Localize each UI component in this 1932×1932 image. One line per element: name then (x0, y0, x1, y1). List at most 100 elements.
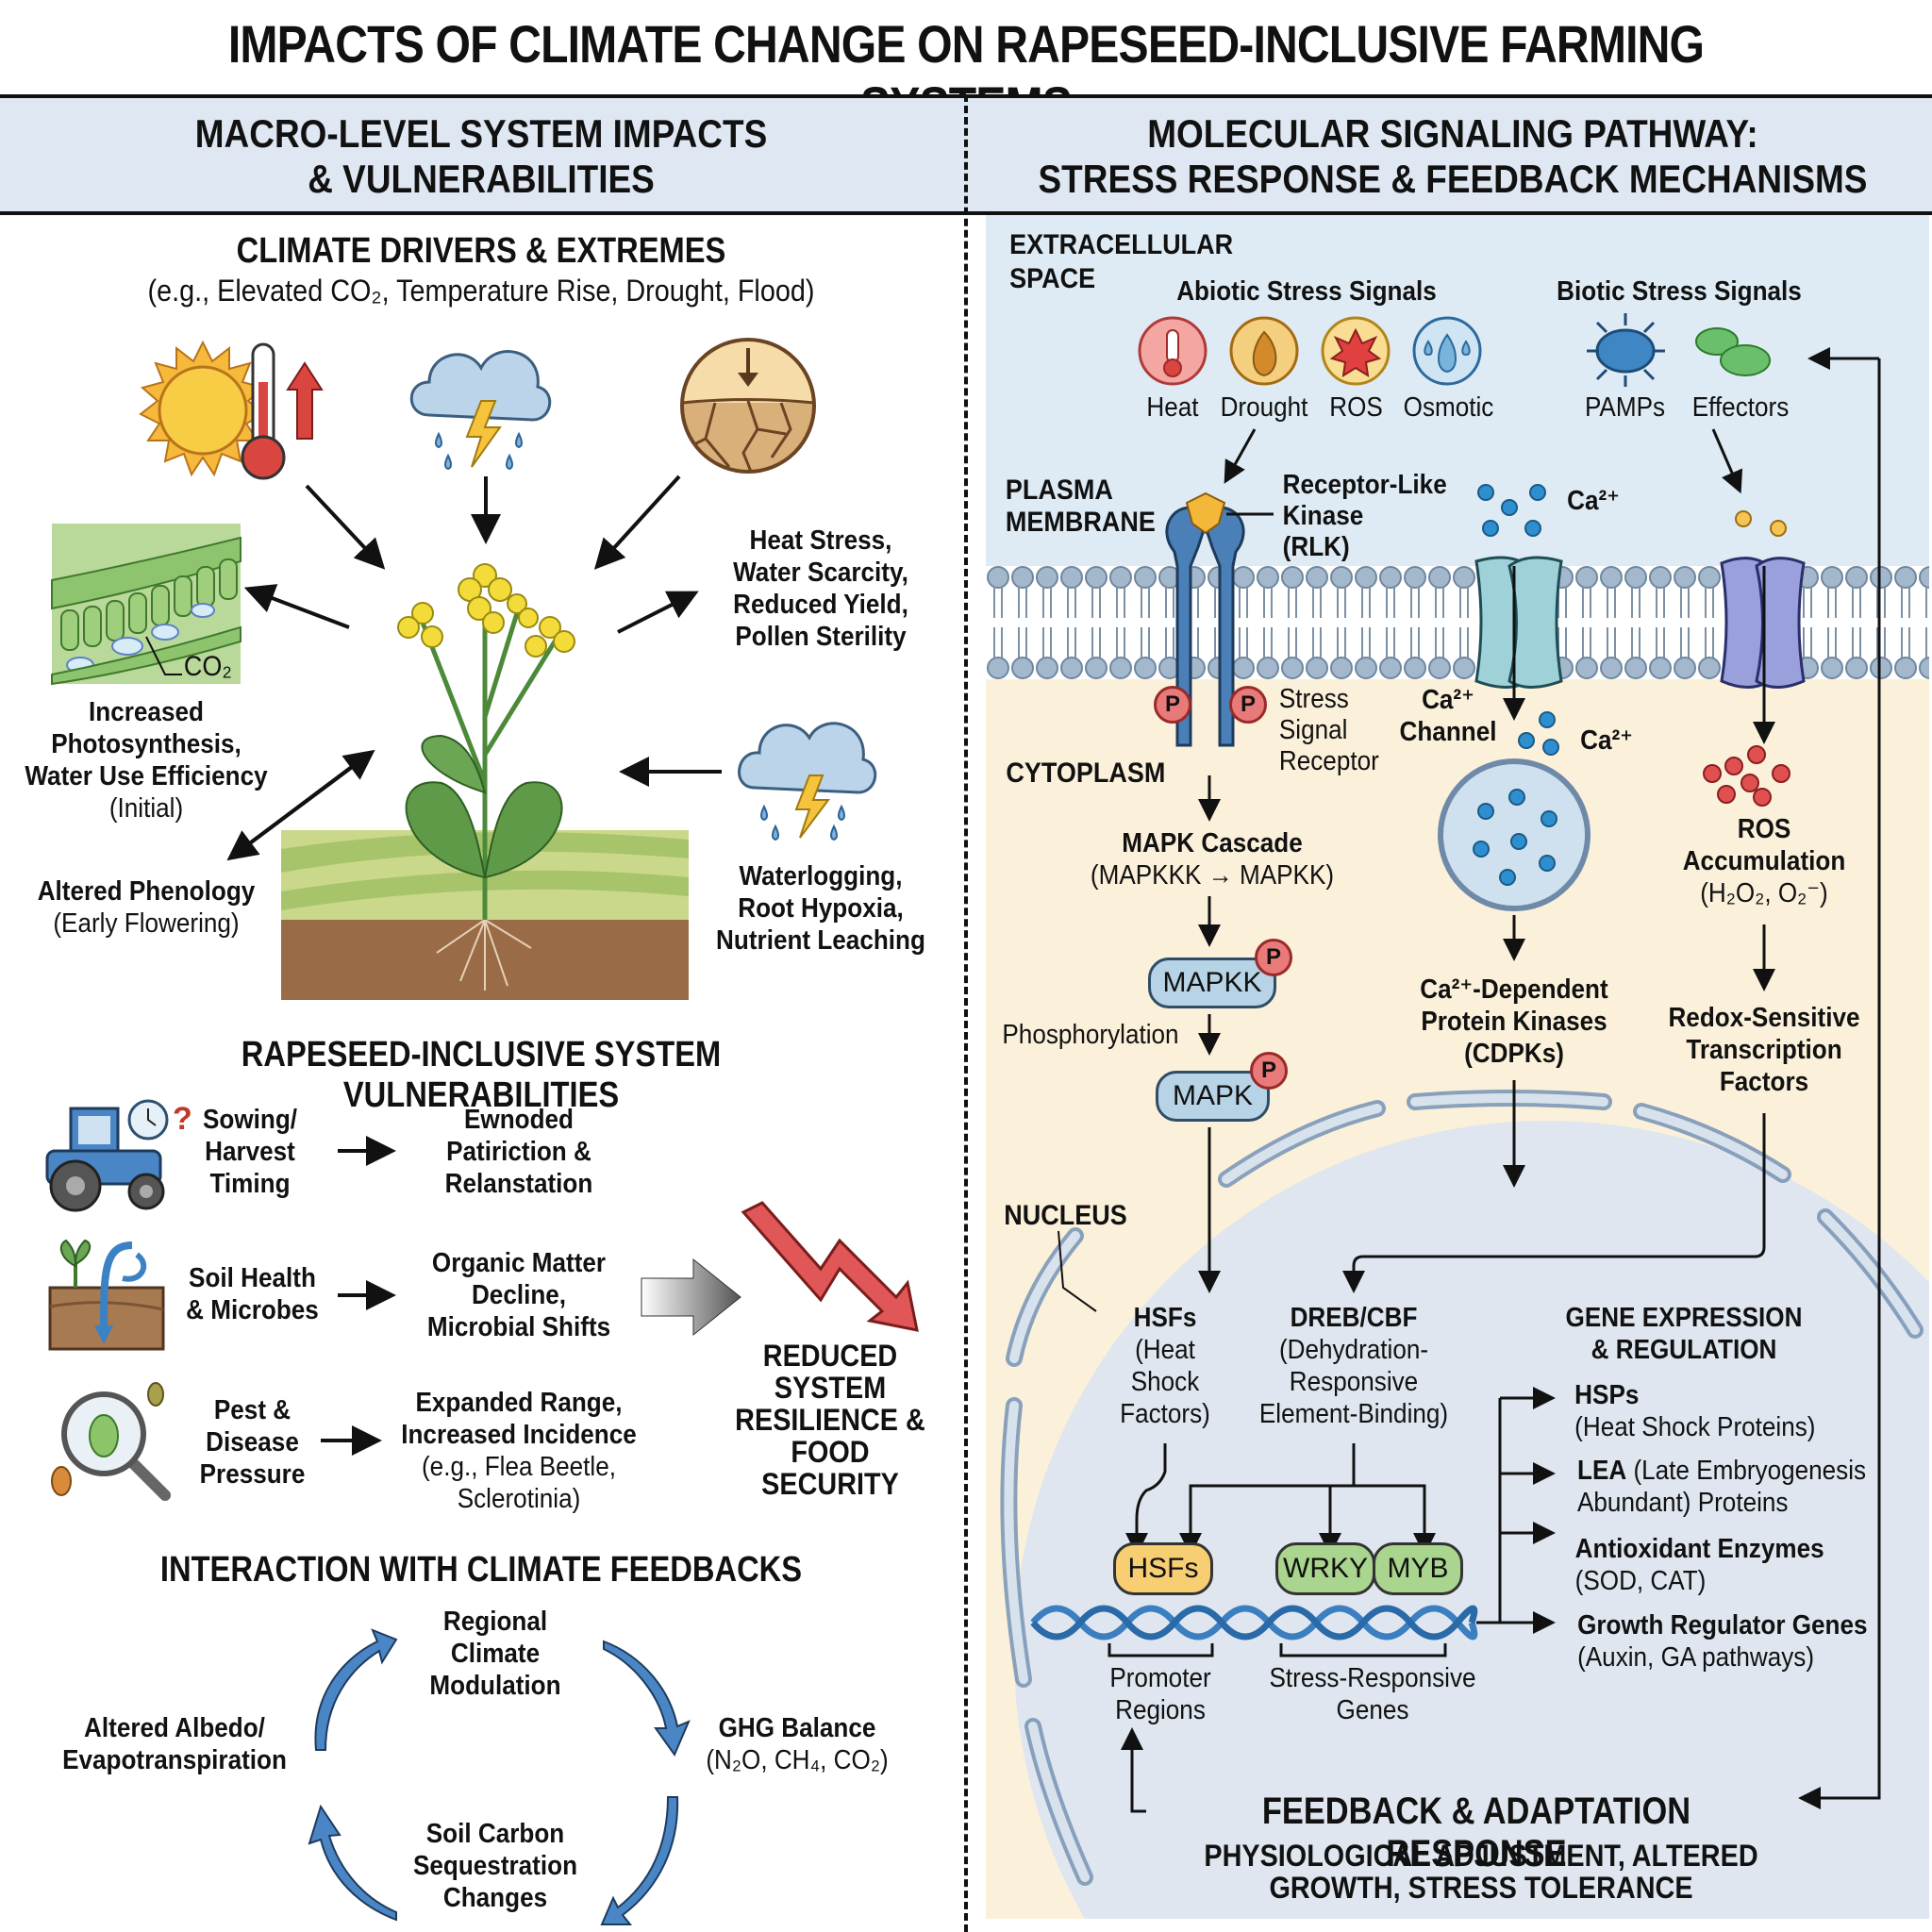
leaf-cross-section-icon (51, 524, 242, 686)
hsfs-note: Factors) (1120, 1399, 1210, 1429)
tf-hsfs: HSFs (1113, 1542, 1213, 1595)
node-line: Changes (442, 1883, 548, 1913)
receptor-line: Receptor (1278, 746, 1379, 776)
drought-soil-icon (680, 338, 816, 474)
effect-line: Photosynthesis, (51, 729, 242, 759)
phosphorylation-label: Phosphorylation (1002, 1020, 1179, 1050)
left-title-line: MACRO-LEVEL SYSTEM IMPACTS (194, 111, 768, 156)
zone-plasma-membrane: PLASMA MEMBRANE (1006, 475, 1156, 539)
sun-thermometer-icon (139, 340, 324, 480)
cause-line: Sowing/ (202, 1105, 298, 1135)
dreb-label: DREB/CBF (Dehydration- Responsive Elemen… (1248, 1302, 1460, 1430)
signal-effectors: Effectors (1691, 392, 1790, 423)
soil-plant-icon (48, 1239, 165, 1351)
mapk-note: (MAPKKK → MAPKK) (1090, 860, 1335, 891)
effect-line: Pollen Sterility (735, 622, 907, 652)
receptor-line: Signal (1278, 715, 1348, 745)
node-line: Soil Carbon (425, 1819, 565, 1849)
phospho-badge: P (1229, 686, 1267, 724)
node-line: Climate (450, 1639, 541, 1669)
signal-osmotic: Osmotic (1403, 392, 1494, 423)
item-note: (SOD, CAT) (1574, 1566, 1707, 1596)
phospho-badge: P (1154, 686, 1191, 724)
cause-line: Pest & (213, 1395, 291, 1425)
expression-item-antioxidant: Antioxidant Enzymes (SOD, CAT) (1575, 1533, 1824, 1597)
vuln-effect-soil: Organic Matter Decline, Microbial Shifts (391, 1247, 646, 1343)
vulnerabilities-heading: RAPESEED-INCLUSIVE SYSTEM VULNERABILITIE… (241, 1035, 722, 1115)
tf-wrky: WRKY (1275, 1542, 1375, 1595)
biotic-heading: Biotic Stress Signals (1557, 276, 1802, 307)
promoter-line: Regions (1115, 1695, 1206, 1725)
right-title-line: MOLECULAR SIGNALING PATHWAY: (1147, 111, 1758, 156)
effect-line: Expanded Range, (415, 1388, 623, 1418)
magnifier-beetle-icon (51, 1382, 171, 1501)
vuln-cause-pest: Pest & Disease Pressure (187, 1394, 319, 1491)
rlk-line: (RLK) (1282, 532, 1350, 562)
effect-line: Water Use Efficiency (25, 761, 268, 791)
channel-line: Ca²⁺ (1422, 685, 1474, 715)
outcome-reduced-resilience: REDUCED SYSTEM RESILIENCE & FOOD SECURIT… (720, 1340, 941, 1500)
left-section-title: MACRO-LEVEL SYSTEM IMPACTS & VULNERABILI… (108, 111, 855, 202)
effect-line: Waterlogging, (739, 861, 903, 891)
effect-note: (e.g., Flea Beetle, (421, 1452, 617, 1482)
rlk-line: Kinase (1282, 501, 1364, 531)
stress-genes-label: Stress-Responsive Genes (1258, 1662, 1488, 1726)
zone-line: PLASMA (1005, 475, 1113, 506)
left-title-line: & VULNERABILITIES (308, 157, 655, 201)
redox-line: Factors (1719, 1067, 1809, 1097)
ros-accumulation-label: ROS Accumulation (H₂O₂, O₂⁻) (1658, 813, 1871, 909)
node-line: Regional (442, 1607, 548, 1637)
zone-nucleus: NUCLEUS (1004, 1200, 1127, 1231)
cdpk-line: Protein Kinases (1421, 1007, 1607, 1037)
effect-note: Sclerotinia) (457, 1484, 581, 1514)
effect-line: Relanstation (444, 1169, 593, 1199)
genes-line: Genes (1336, 1695, 1409, 1725)
drivers-subtitle: (e.g., Elevated CO₂, Temperature Rise, D… (147, 274, 815, 308)
cause-line: Harvest (205, 1137, 295, 1167)
dreb-note: Responsive (1289, 1367, 1419, 1397)
rlk-line: Receptor-Like (1282, 470, 1447, 500)
dreb-note: (Dehydration- (1278, 1335, 1429, 1365)
vuln-cause-timing: Sowing/ Harvest Timing (191, 1104, 309, 1200)
item-bold: Growth Regulator Genes (1577, 1610, 1868, 1641)
extracellular-zone (986, 215, 1929, 578)
hsfs-note: (Heat (1135, 1335, 1195, 1365)
zone-cytoplasm: CYTOPLASM (1006, 758, 1166, 789)
item-bold: HSPs (1574, 1380, 1640, 1410)
mapkk-protein: MAPKK (1148, 958, 1276, 1008)
cdpk-line: Ca²⁺-Dependent (1420, 974, 1608, 1005)
vuln-effect-pest: Expanded Range, Increased Incidence (e.g… (388, 1387, 651, 1515)
cdpk-label: Ca²⁺-Dependent Protein Kinases (CDPKs) (1400, 974, 1629, 1070)
mapk-protein: MAPK (1156, 1071, 1270, 1122)
feedback-node-regional-climate: Regional Climate Modulation (385, 1606, 606, 1702)
node-line: GHG Balance (718, 1713, 876, 1743)
outcome-line: FOOD SECURITY (761, 1435, 899, 1501)
molecular-pathway-panel (986, 215, 1929, 1919)
effect-line: Water Scarcity, (733, 558, 908, 588)
vuln-cause-soil: Soil Health & Microbes (178, 1262, 327, 1326)
feedback-adaptation-heading: FEEDBACK & ADAPTATION RESPONSE (1261, 1790, 1691, 1874)
abiotic-heading: Abiotic Stress Signals (1176, 276, 1437, 307)
hsfs-label: HSFs (Heat Shock Factors) (1110, 1302, 1221, 1430)
ca-label-top: Ca²⁺ (1567, 486, 1620, 516)
feedback-node-ghg: GHG Balance (N₂O, CH₄, CO₂) (691, 1712, 904, 1776)
effect-line: Increased Incidence (401, 1420, 637, 1450)
flood-cloud-icon (738, 722, 877, 841)
cause-line: & Microbes (186, 1295, 319, 1325)
item-bold: LEA (1577, 1456, 1627, 1486)
redox-line: Redox-Sensitive (1668, 1003, 1860, 1033)
signal-ros: ROS (1329, 392, 1383, 423)
dreb-heading: DREB/CBF (1290, 1303, 1418, 1333)
cause-line: Timing (209, 1169, 291, 1199)
drivers-heading: CLIMATE DRIVERS & EXTREMES (236, 231, 726, 271)
waterlogging-effect: Waterlogging, Root Hypoxia, Nutrient Lea… (707, 860, 936, 957)
feedback-node-albedo: Altered Albedo/ Evapotranspiration (35, 1712, 315, 1776)
effect-line: Patiriction & (446, 1137, 591, 1167)
effect-line: Organic Matter (431, 1248, 607, 1278)
feedbacks-heading: INTERACTION WITH CLIMATE FEEDBACKS (159, 1550, 803, 1590)
effect-line: Nutrient Leaching (716, 925, 925, 956)
node-line: Modulation (429, 1671, 561, 1701)
effect-line: Microbial Shifts (426, 1312, 611, 1342)
feedback-adaptation-subtitle: PHYSIOLOGICAL ADJUSTMENT, ALTERED GROWTH… (1167, 1840, 1795, 1904)
